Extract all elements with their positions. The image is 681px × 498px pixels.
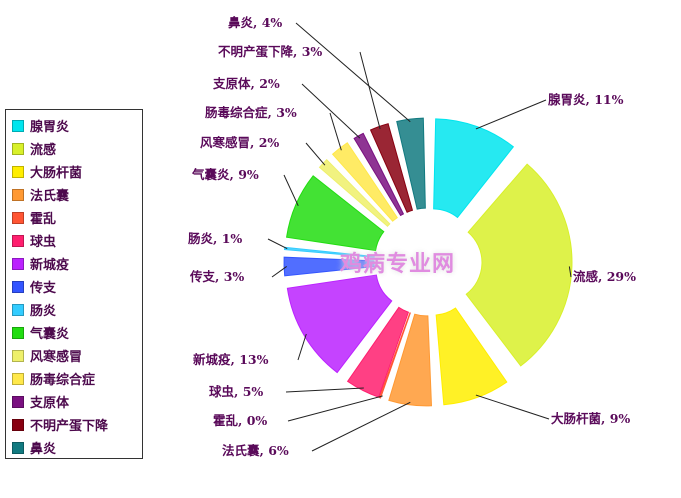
legend-item: 传支 xyxy=(12,275,136,298)
legend-label: 腺胃炎 xyxy=(30,120,70,135)
slice-data-label: 球虫, 5% xyxy=(209,384,263,399)
legend-label: 不明产蛋下降 xyxy=(30,419,109,434)
legend-label: 肠炎 xyxy=(30,304,57,319)
slice-data-label: 肠毒综合症, 3% xyxy=(205,105,297,120)
legend-swatch xyxy=(12,211,24,224)
legend-label: 球虫 xyxy=(30,235,57,250)
legend-swatch xyxy=(12,165,24,178)
pie-slice xyxy=(318,158,391,227)
leader-line xyxy=(271,266,287,278)
leader-line xyxy=(287,395,383,422)
pie-slice xyxy=(378,312,411,399)
pie-slice xyxy=(353,132,405,217)
legend-label: 传支 xyxy=(30,281,57,296)
pie-slice xyxy=(435,307,508,406)
leader-line xyxy=(475,394,550,420)
legend-item: 新城疫 xyxy=(12,252,136,275)
legend-label: 法氏囊 xyxy=(30,189,70,204)
legend-swatch xyxy=(12,326,24,339)
legend-label: 肠毒综合症 xyxy=(30,373,96,388)
legend-swatch xyxy=(12,142,24,155)
legend-label: 鼻炎 xyxy=(30,442,57,457)
slice-data-label: 法氏囊, 6% xyxy=(222,443,289,458)
leader-line xyxy=(283,174,299,207)
leader-line xyxy=(267,238,288,250)
legend-item: 肠毒综合症 xyxy=(12,367,136,390)
legend-item: 气囊炎 xyxy=(12,321,136,344)
legend-item: 大肠杆菌 xyxy=(12,160,136,183)
leader-line xyxy=(285,387,364,393)
pie-slice xyxy=(465,163,573,367)
legend-item: 法氏囊 xyxy=(12,183,136,206)
slice-data-label: 气囊炎, 9% xyxy=(191,167,259,182)
legend-item: 支原体 xyxy=(12,390,136,413)
leader-line xyxy=(297,333,307,361)
pie-slice xyxy=(283,256,375,277)
legend-swatch xyxy=(12,441,24,454)
legend-item: 流感 xyxy=(12,137,136,160)
chart-legend: 腺胃炎流感大肠杆菌法氏囊霍乱球虫新城疫传支肠炎气囊炎风寒感冒肠毒综合症支原体不明… xyxy=(5,109,143,459)
leader-line xyxy=(475,99,547,130)
legend-swatch xyxy=(12,303,24,316)
leader-line xyxy=(329,112,342,151)
legend-item: 霍乱 xyxy=(12,206,136,229)
pie-slice xyxy=(369,123,414,213)
legend-label: 风寒感冒 xyxy=(30,350,83,365)
pie-slice xyxy=(286,175,385,252)
legend-item: 鼻炎 xyxy=(12,436,136,459)
leader-line xyxy=(295,22,411,123)
legend-label: 大肠杆菌 xyxy=(30,166,83,181)
pie-slice xyxy=(388,313,433,407)
slice-data-label: 新城疫, 13% xyxy=(193,352,269,367)
legend-item: 不明产蛋下降 xyxy=(12,413,136,436)
slice-data-label: 风寒感冒, 2% xyxy=(200,135,279,150)
pie-slice xyxy=(283,246,375,258)
legend-swatch xyxy=(12,257,24,270)
slice-data-label: 流感, 29% xyxy=(573,269,636,284)
slice-data-label: 腺胃炎, 11% xyxy=(548,92,624,107)
slice-data-label: 支原体, 2% xyxy=(212,76,280,91)
legend-swatch xyxy=(12,188,24,201)
legend-label: 霍乱 xyxy=(30,212,57,227)
leader-line xyxy=(568,266,572,278)
watermark-text: 鸡病专业网 xyxy=(340,252,456,277)
legend-item: 风寒感冒 xyxy=(12,344,136,367)
leader-line xyxy=(305,142,326,166)
leader-line xyxy=(359,51,381,130)
slice-data-label: 大肠杆菌, 9% xyxy=(551,411,630,426)
leader-line xyxy=(311,401,411,452)
legend-label: 支原体 xyxy=(30,396,70,411)
legend-label: 流感 xyxy=(30,143,57,158)
leader-line xyxy=(301,83,361,139)
pie-slice xyxy=(433,118,515,219)
slice-data-label: 不明产蛋下降, 3% xyxy=(218,44,322,59)
slice-data-label: 肠炎, 1% xyxy=(188,231,242,246)
legend-item: 肠炎 xyxy=(12,298,136,321)
legend-swatch xyxy=(12,395,24,408)
legend-swatch xyxy=(12,418,24,431)
legend-swatch xyxy=(12,280,24,293)
legend-label: 新城疫 xyxy=(30,258,70,273)
slice-data-label: 霍乱, 0% xyxy=(213,413,267,428)
slice-data-label: 鼻炎, 4% xyxy=(228,15,282,30)
legend-label: 气囊炎 xyxy=(30,327,70,342)
pie-slice xyxy=(346,306,410,398)
legend-swatch xyxy=(12,119,24,132)
pie-slice xyxy=(331,142,398,222)
pie-slice xyxy=(286,274,393,374)
slice-data-label: 传支, 3% xyxy=(189,269,244,284)
legend-swatch xyxy=(12,349,24,362)
legend-item: 球虫 xyxy=(12,229,136,252)
legend-swatch xyxy=(12,234,24,247)
legend-swatch xyxy=(12,372,24,385)
legend-item: 腺胃炎 xyxy=(12,114,136,137)
pie-slice xyxy=(396,117,426,210)
